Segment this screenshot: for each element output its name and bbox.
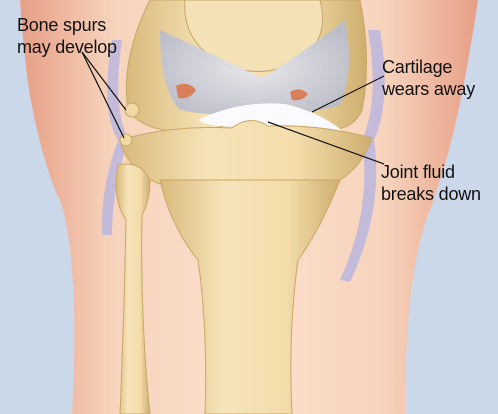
joint-fluid-label: Joint fluid breaks down <box>381 161 496 205</box>
bone-spur-upper <box>125 103 139 117</box>
cartilage-label: Cartilage wears away <box>382 56 492 100</box>
bone-spurs-label: Bone spurs may develop <box>17 14 137 58</box>
bone-spur-lower <box>120 134 132 146</box>
